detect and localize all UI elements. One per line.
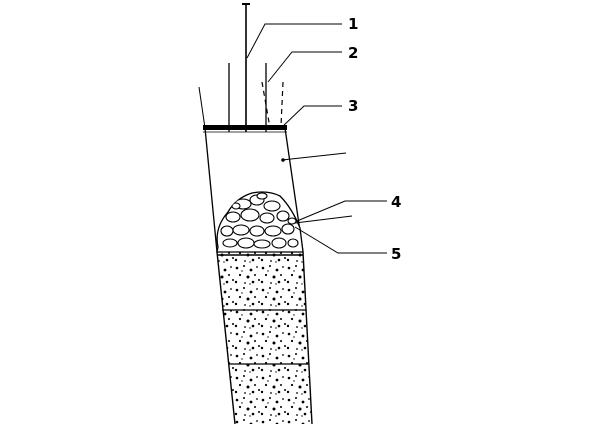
stone [259, 212, 275, 224]
stone [256, 192, 268, 200]
callout-leaders [246, 23, 387, 254]
callout-label-5: 5 [391, 245, 401, 263]
stone [253, 239, 271, 249]
callout-label-3: 3 [348, 97, 358, 115]
callout-label-2: 2 [348, 44, 358, 62]
stone [276, 210, 290, 222]
anchor-point-marker [281, 152, 347, 162]
callout-labels: 1 2 3 4 5 [348, 15, 401, 263]
grout-column [216, 251, 313, 425]
stone [222, 238, 238, 248]
callout-label-1: 1 [348, 15, 358, 33]
stone [220, 225, 234, 237]
stone [281, 223, 295, 235]
callout-label-4: 4 [391, 193, 401, 211]
stone [263, 200, 281, 212]
stone [249, 225, 265, 237]
inclined-dashed-pipe [261, 81, 284, 129]
stone [225, 211, 241, 223]
cover-plate [203, 125, 287, 133]
vertical-rods [228, 3, 267, 132]
stone [240, 208, 260, 222]
stone [264, 225, 282, 237]
stone [287, 217, 297, 225]
stone [271, 237, 287, 249]
rubble-stones [220, 192, 299, 249]
stone [232, 224, 250, 236]
stone-rubble-mound [216, 191, 304, 253]
stone [237, 237, 255, 249]
stone [287, 238, 299, 248]
